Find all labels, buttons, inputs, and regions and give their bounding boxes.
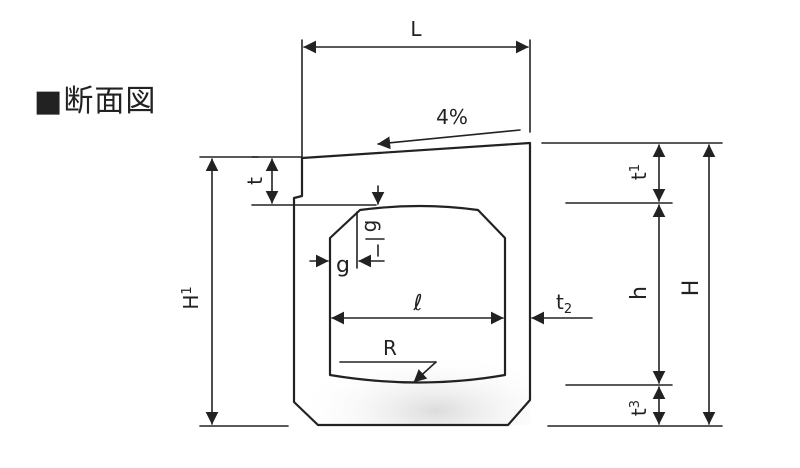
- label-R: R: [383, 336, 397, 360]
- inner-opening-outline: [328, 204, 507, 384]
- label-t: t: [243, 177, 267, 185]
- label-h: h: [627, 286, 652, 300]
- label-ell: ℓ: [412, 291, 422, 316]
- label-t3: t3: [627, 400, 651, 416]
- label-t2-subscript: 2: [564, 302, 572, 317]
- label-H1-subscript: 1: [180, 286, 195, 294]
- label-g-horizontal: g: [336, 253, 350, 278]
- label-t3-subscript: 3: [628, 400, 643, 408]
- label-t2: t2: [556, 290, 572, 317]
- label-L: L: [410, 17, 422, 41]
- label-slope: 4%: [436, 105, 468, 129]
- label-t1: t1: [627, 164, 651, 180]
- outer-section-outline: [292, 141, 532, 427]
- label-g-vertical: g: [357, 220, 381, 233]
- label-t3-main: t: [627, 408, 651, 416]
- slope-arrow: [377, 129, 521, 150]
- label-H: H: [679, 280, 704, 297]
- label-t1-subscript: 1: [628, 164, 643, 172]
- section-heading: ■断面図: [34, 84, 157, 119]
- label-t2-main: t: [556, 290, 564, 314]
- label-H1: H1: [179, 286, 203, 309]
- label-t1-main: t: [627, 172, 651, 180]
- label-H1-main: H: [179, 295, 203, 310]
- radius-leader-arrow: [413, 361, 437, 383]
